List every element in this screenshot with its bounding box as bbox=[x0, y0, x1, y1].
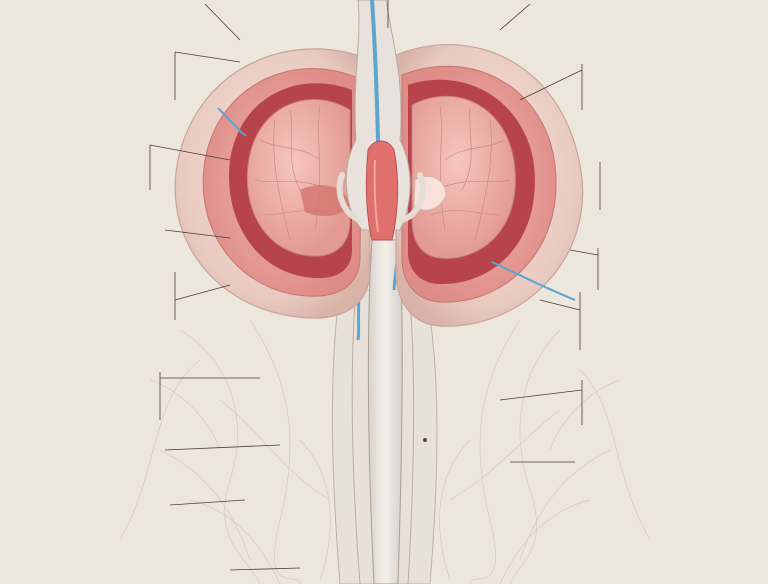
background-veins bbox=[119, 319, 651, 584]
leader-lines-left bbox=[149, 3, 301, 571]
vessels bbox=[217, 107, 576, 301]
renal-pelvis-left bbox=[246, 99, 351, 257]
leader-lines-right bbox=[387, 0, 601, 463]
renal-hilum bbox=[336, 0, 426, 241]
